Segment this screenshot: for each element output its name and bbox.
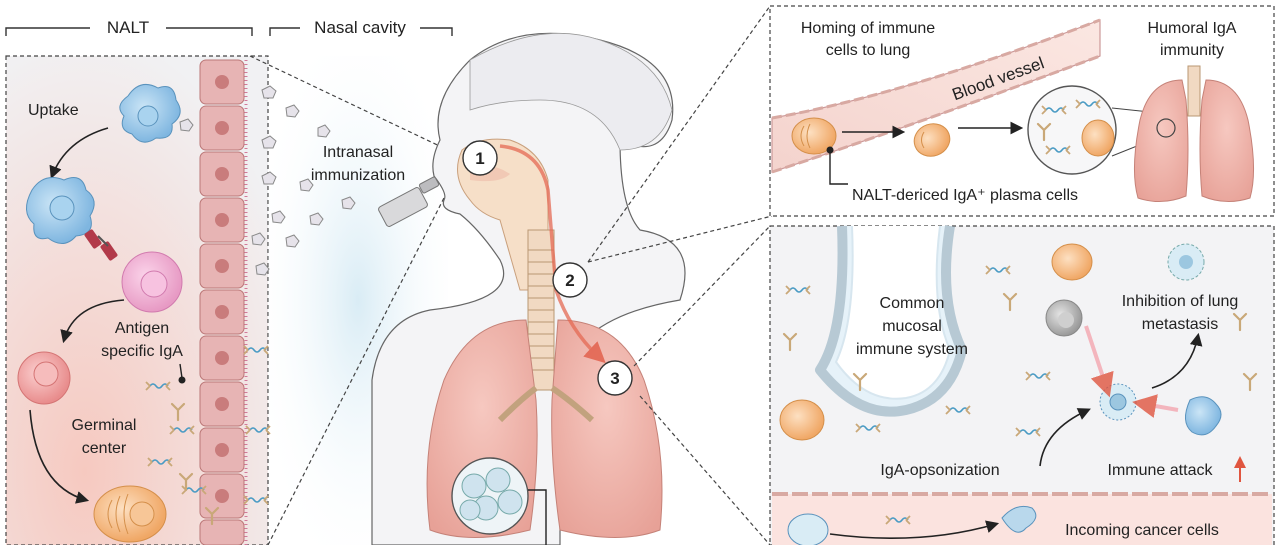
homing-label-2: cells to lung	[826, 42, 911, 59]
mucosal-crypt	[815, 225, 967, 417]
tumor-inset	[451, 457, 529, 535]
opsonization-label: IgA-opsonization	[880, 462, 999, 479]
antigen-pointer	[179, 363, 183, 379]
attack-arrow-2	[1132, 394, 1179, 418]
plasma-cell-homing-1	[791, 117, 837, 155]
bronchi	[497, 385, 595, 423]
antigen-label-1: Antigen	[115, 320, 169, 337]
homing-label-1: Homing of immune	[801, 20, 935, 37]
nalt-title: NALT	[107, 18, 149, 37]
airway	[527, 229, 555, 391]
tumor-cluster-top	[1167, 243, 1205, 281]
step-2-marker: 2	[552, 262, 588, 298]
plasma-cell-left	[93, 485, 167, 543]
svg-text:3: 3	[610, 369, 619, 388]
nalt-header: NALT	[5, 18, 253, 37]
intranasal-label-1: Intranasal	[323, 144, 393, 161]
common-label-2: mucosal	[882, 318, 942, 335]
plasma-pointer	[829, 150, 848, 185]
plasma-precursor-cell	[17, 351, 71, 405]
uptake-arrow	[49, 127, 109, 179]
dendritic-cell-uptake	[119, 83, 181, 143]
inhibition-arrow	[1151, 332, 1203, 389]
common-label-3: immune system	[856, 341, 968, 358]
svg-text:2: 2	[565, 271, 574, 290]
zoom-line-left	[249, 55, 449, 545]
dendritic-cell-presenting	[26, 177, 95, 244]
plasma-pointer-dot	[826, 146, 834, 154]
zoom-line-bottom-right	[633, 225, 771, 545]
opsonization-arrow	[1039, 408, 1091, 467]
delivery-route-arrow	[499, 144, 606, 364]
antigen-pointer-dot	[178, 376, 186, 384]
zoom-line-top-right	[587, 5, 773, 263]
incoming-arrow	[829, 520, 1000, 540]
tumor-cell-target	[1099, 383, 1137, 421]
inhibition-label-1: Inhibition of lung	[1122, 293, 1239, 310]
humoral-label-2: immunity	[1160, 42, 1224, 59]
common-label-1: Common	[880, 295, 945, 312]
tcr-complex	[84, 229, 118, 261]
cancer-cell-incoming	[787, 505, 1037, 545]
uptake-label: Uptake	[28, 102, 79, 119]
incoming-label: Incoming cancer cells	[1065, 522, 1219, 539]
lung-tissue-inset	[1027, 85, 1117, 175]
vessel-wall	[771, 18, 1101, 174]
right-lung	[551, 319, 663, 538]
b-cell-pink	[121, 251, 183, 313]
germinal-label-1: Germinal	[72, 417, 137, 434]
attack-arrow-1	[1084, 325, 1114, 398]
svg-text:1: 1	[475, 149, 484, 168]
nasal-cavity-title: Nasal cavity	[314, 18, 406, 37]
plasma-cells-label: NALT-dericed IgA⁺ plasma cells	[852, 187, 1078, 204]
immune-cells-bottom-right	[779, 243, 1222, 441]
plasma-cell-homing-2	[913, 123, 951, 157]
intranasal-label-2: immunization	[311, 167, 405, 184]
nasal-spray-bottle	[378, 176, 440, 227]
inhibition-label-2: metastasis	[1142, 316, 1218, 333]
germinal-arrow	[29, 409, 90, 504]
blood-vessel	[771, 19, 1101, 173]
germinal-label-2: center	[82, 440, 127, 457]
tumor-pointer	[528, 489, 547, 545]
step-3-marker: 3	[597, 360, 633, 396]
antigen-particles	[179, 85, 356, 276]
immune-attack-label: Immune attack	[1108, 462, 1214, 479]
antigen-label-2: specific IgA	[101, 343, 183, 360]
lungs-illustration	[1133, 65, 1255, 202]
step-1-marker: 1	[462, 140, 498, 176]
nasal-cavity-header: Nasal cavity	[269, 18, 453, 37]
humoral-label-1: Humoral IgA	[1148, 20, 1237, 37]
activation-arrow	[60, 299, 125, 344]
epithelium-column	[199, 59, 248, 545]
